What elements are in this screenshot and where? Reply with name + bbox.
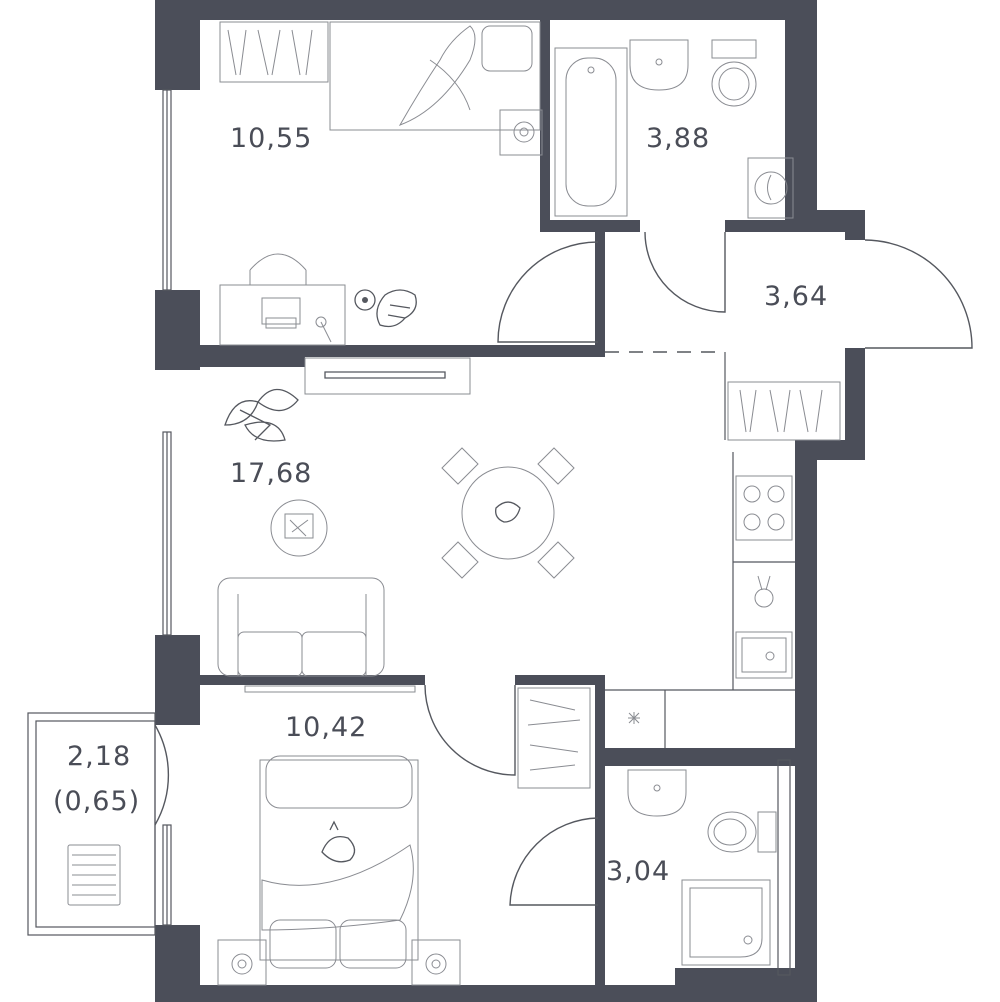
tv-stand-icon [304,357,471,395]
dining-table-icon [441,447,575,579]
wc-toilet-icon [707,811,777,853]
area-living-kitchen: 17,68 [230,458,312,489]
shower-tray-icon [681,879,771,966]
area-wc: 3,04 [606,856,670,887]
desk-icon [219,253,346,346]
area-balcony-reduced: (0,65) [53,786,140,817]
area-labels: 10,55 3,88 3,64 17,68 10,42 2,18 (0,65) … [53,123,828,887]
kitchen-counter [605,452,795,748]
door-bathroom [644,231,726,313]
fridge-icon [628,712,640,724]
bathtub-icon [554,47,628,217]
bedroom-2-furniture [217,685,591,986]
bedroom-1-furniture [219,21,543,346]
plant-icon [224,388,299,442]
area-bedroom-2: 10,42 [285,712,367,743]
bathroom-fixtures [554,39,794,219]
window-bedroom-2 [162,824,172,926]
ball-icon [354,289,376,311]
sink-icon [629,39,689,91]
wardrobe-2-icon [517,687,591,789]
door-bedroom-2 [424,684,516,776]
wc-sink-icon [627,769,687,817]
doors [424,231,973,906]
coffee-table-icon [270,499,328,557]
kitchen-sink-icon [735,631,793,679]
bed-2-icon [259,755,419,969]
sofa-icon [217,577,385,677]
door-wc [509,817,599,906]
faucet-icon [754,575,774,608]
window-living [162,431,172,636]
door-entrance [864,239,973,349]
windows [162,89,791,976]
area-balcony: 2,18 [67,741,131,772]
bed-icon [329,21,541,131]
area-hallway: 3,64 [764,281,828,312]
door-bedroom-1 [497,241,599,343]
nightstand-3-icon [411,939,461,986]
wc-fixtures [627,769,777,966]
cat-icon [321,820,356,863]
area-bathroom: 3,88 [646,123,710,154]
cooktop-icon [735,475,793,541]
walls [155,0,865,1002]
area-bedroom-1: 10,55 [230,123,312,154]
toys-icon [376,289,417,328]
lounge-chair-icon [67,844,121,906]
toilet-icon [711,39,757,107]
balcony [27,712,170,936]
nightstand-icon [499,109,543,156]
window-wc [777,759,791,976]
washing-machine-icon [747,157,794,219]
nightstand-2-icon [217,939,267,986]
living-furniture [217,357,795,748]
hallway-wardrobe-icon [727,381,841,441]
window-bedroom-1 [162,89,172,291]
wardrobe-icon [219,21,329,83]
